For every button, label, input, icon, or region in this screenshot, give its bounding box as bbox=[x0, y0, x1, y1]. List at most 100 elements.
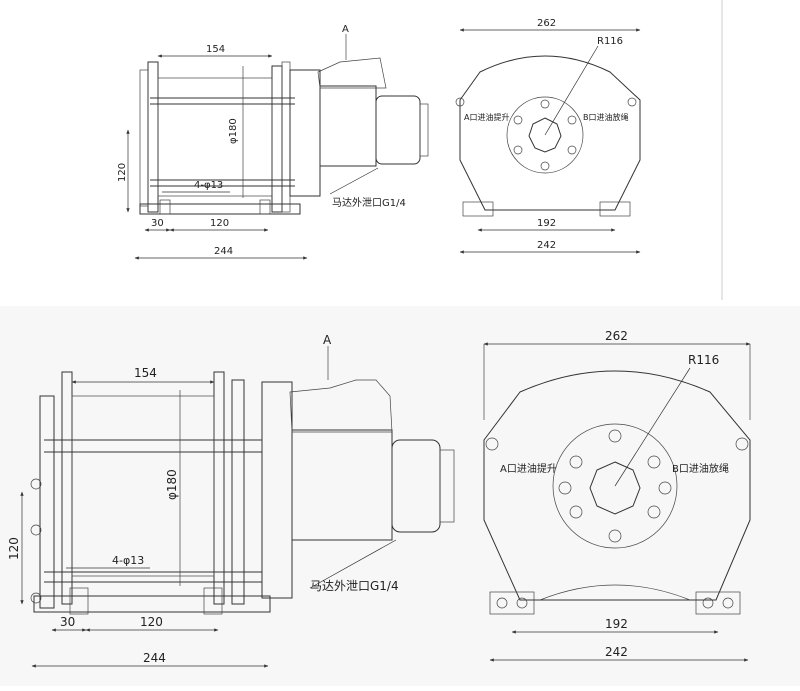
port-b-label: B口进油放绳 bbox=[583, 112, 629, 122]
dim-holes: 4-φ13 bbox=[194, 180, 223, 191]
bottom-side-view: A 154 φ180 120 4-φ13 30 120 244 马达外泄口G1/… bbox=[7, 333, 455, 668]
port-a-label: A口进油提升 bbox=[500, 462, 557, 475]
dim-drum-length: 154 bbox=[134, 366, 157, 380]
bottom-front-view: 262 R116 A口进油提升 B口进油放绳 bbox=[483, 329, 751, 662]
bolt bbox=[627, 97, 637, 107]
bolt bbox=[513, 115, 523, 125]
flange-circle bbox=[552, 423, 678, 549]
valve-block bbox=[289, 379, 393, 433]
dim-flange: 30 bbox=[60, 615, 75, 629]
base-plate bbox=[139, 203, 301, 215]
bolt bbox=[516, 597, 528, 609]
bolt bbox=[30, 592, 42, 604]
dim-base: 120 bbox=[140, 615, 163, 629]
bolt bbox=[647, 505, 661, 519]
dim-total: 244 bbox=[214, 246, 233, 257]
bolt bbox=[735, 437, 749, 451]
gearbox bbox=[289, 69, 321, 197]
bolt bbox=[30, 524, 42, 536]
dim-height: 120 bbox=[7, 537, 21, 560]
dim-holes: 4-φ13 bbox=[112, 554, 144, 567]
dim-width: 262 bbox=[605, 329, 628, 343]
left-plate bbox=[139, 69, 149, 207]
motor-cap bbox=[439, 449, 455, 523]
housing-outline bbox=[459, 55, 641, 211]
drain-label: 马达外泄口G1/4 bbox=[332, 196, 406, 209]
drum bbox=[157, 77, 273, 197]
right-plate bbox=[281, 61, 291, 213]
right-flange bbox=[271, 65, 283, 213]
motor-cap bbox=[419, 103, 429, 157]
dim-drum-length: 154 bbox=[206, 44, 225, 55]
bottom-drawing: A 154 φ180 120 4-φ13 30 120 244 马达外泄口G1/… bbox=[0, 306, 800, 686]
left-flange bbox=[147, 61, 159, 213]
bolt bbox=[496, 597, 508, 609]
dim-base: 120 bbox=[210, 218, 229, 229]
housing-outline bbox=[483, 370, 751, 601]
base-foot bbox=[203, 587, 223, 615]
port-b-label: B口进油放绳 bbox=[672, 462, 729, 475]
bolt bbox=[569, 455, 583, 469]
dim-radius: R116 bbox=[688, 353, 719, 367]
section-mark: A bbox=[342, 24, 349, 35]
bolt bbox=[608, 429, 622, 443]
end-plate bbox=[39, 395, 55, 609]
radius-line bbox=[614, 367, 691, 487]
bolt bbox=[540, 99, 550, 109]
bolt bbox=[567, 115, 577, 125]
drum bbox=[71, 395, 215, 577]
dim-base: 242 bbox=[537, 240, 556, 251]
base-foot bbox=[159, 199, 171, 215]
dim-drum-diameter: φ180 bbox=[165, 469, 179, 500]
hydraulic-motor bbox=[375, 95, 421, 165]
bolt bbox=[608, 529, 622, 543]
bolt bbox=[658, 481, 672, 495]
bolt bbox=[722, 597, 734, 609]
base-plate bbox=[33, 595, 271, 613]
mount-foot bbox=[695, 591, 741, 615]
bolt bbox=[540, 161, 550, 171]
shaft-octagon bbox=[528, 117, 562, 153]
bolt bbox=[30, 478, 42, 490]
top-drawing: A 154 φ180 120 4-φ13 30 120 244 马达外泄口G1/… bbox=[117, 0, 723, 300]
leader-line bbox=[309, 539, 397, 589]
bolt bbox=[702, 597, 714, 609]
section-mark: A bbox=[323, 333, 332, 347]
reducer bbox=[319, 85, 377, 167]
shaft-octagon bbox=[589, 461, 641, 515]
base-foot bbox=[69, 587, 89, 615]
dim-total: 244 bbox=[143, 651, 166, 665]
mount-foot bbox=[462, 201, 494, 217]
base-arc bbox=[539, 584, 691, 601]
drawing-background bbox=[0, 306, 800, 686]
mount-foot bbox=[489, 591, 535, 615]
dim-radius: R116 bbox=[597, 36, 623, 47]
radius-line bbox=[544, 45, 599, 136]
dim-width: 262 bbox=[537, 18, 556, 29]
port-a-label: A口进油提升 bbox=[464, 112, 509, 122]
bolt bbox=[647, 455, 661, 469]
mount-foot bbox=[599, 201, 631, 217]
bolt bbox=[569, 505, 583, 519]
dim-flange: 30 bbox=[151, 218, 164, 229]
leader-line bbox=[329, 167, 379, 195]
dim-drum-diameter: φ180 bbox=[228, 118, 239, 144]
bolt bbox=[485, 437, 499, 451]
drain-label: 马达外泄口G1/4 bbox=[310, 579, 399, 593]
bolt bbox=[567, 145, 577, 155]
top-front-view: 262 R116 A口进油提升 B口进油放绳 192 242 bbox=[455, 18, 641, 254]
top-side-view: A 154 φ180 120 4-φ13 30 120 244 马达外泄口G1/… bbox=[117, 24, 429, 260]
flange-circle bbox=[506, 96, 584, 174]
right-plate bbox=[231, 379, 245, 605]
dim-height: 120 bbox=[117, 163, 128, 182]
bolt bbox=[513, 145, 523, 155]
bolt bbox=[558, 481, 572, 495]
base-foot bbox=[259, 199, 271, 215]
bolt bbox=[455, 97, 465, 107]
valve-block bbox=[317, 57, 387, 89]
dim-mount: 192 bbox=[605, 617, 628, 631]
dim-base: 242 bbox=[605, 645, 628, 659]
dim-mount: 192 bbox=[537, 218, 556, 229]
